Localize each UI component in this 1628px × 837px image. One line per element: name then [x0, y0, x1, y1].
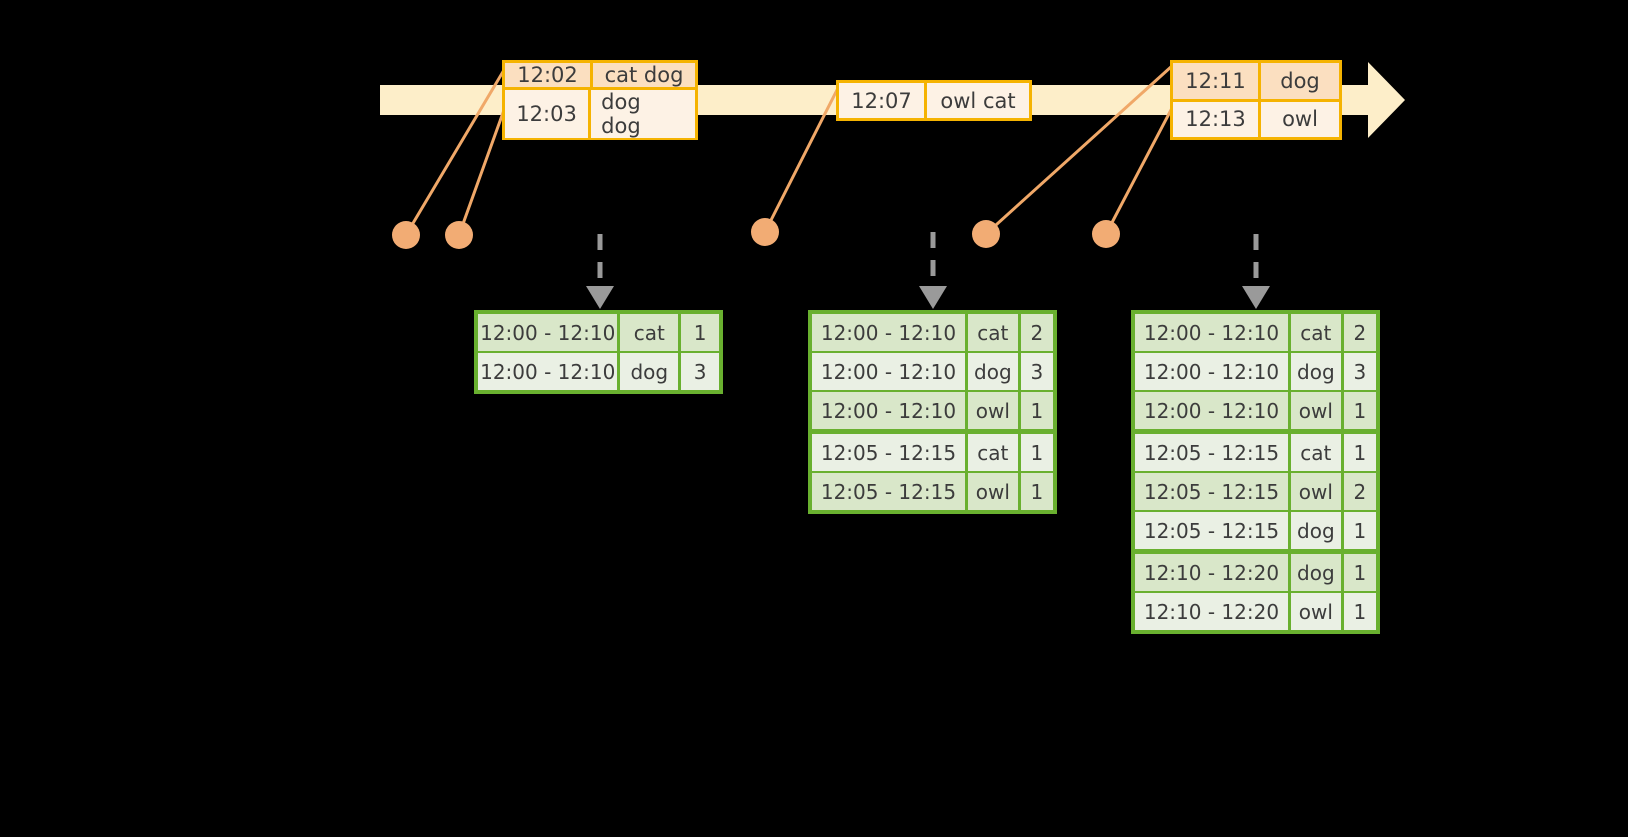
- cell-key: dog: [1290, 353, 1341, 390]
- table-row[interactable]: 12:10 - 12:20 owl 1: [1135, 593, 1376, 630]
- table-row[interactable]: 12:00 - 12:10 owl 1: [1135, 392, 1376, 429]
- event-value: owl: [1261, 101, 1339, 137]
- cell-window: 12:05 - 12:15: [812, 434, 965, 471]
- connector-line-2: [457, 108, 506, 237]
- cell-count: 2: [1020, 314, 1053, 351]
- connector-dot-5: [1092, 220, 1120, 248]
- connector-line-1: [404, 68, 506, 237]
- cell-count: 3: [681, 353, 719, 390]
- result-table-1[interactable]: 12:00 - 12:10 cat 1 12:00 - 12:10 dog 3: [474, 310, 723, 394]
- cell-count: 3: [1343, 353, 1376, 390]
- cell-key: dog: [620, 353, 679, 390]
- event-value: dog dog: [591, 90, 695, 138]
- table-row[interactable]: 12:00 - 12:10 dog 3: [812, 353, 1053, 390]
- cell-window: 12:05 - 12:15: [1135, 434, 1288, 471]
- event-group-2[interactable]: 12:07 owl cat: [836, 80, 1032, 121]
- cell-window: 12:05 - 12:15: [1135, 512, 1288, 549]
- cell-count: 1: [1343, 434, 1376, 471]
- cell-window: 12:00 - 12:10: [478, 314, 618, 351]
- cell-window: 12:05 - 12:15: [1135, 473, 1288, 510]
- cell-key: owl: [1290, 593, 1341, 630]
- table-row[interactable]: 12:05 - 12:15 owl 2: [1135, 473, 1376, 510]
- cell-window: 12:00 - 12:10: [1135, 314, 1288, 351]
- connector-dot-2: [445, 221, 473, 249]
- cell-key: owl: [1290, 473, 1341, 510]
- cell-key: dog: [967, 353, 1018, 390]
- event-time: 12:03: [505, 90, 592, 138]
- cell-key: cat: [1290, 314, 1341, 351]
- result-table-2[interactable]: 12:00 - 12:10 cat 2 12:00 - 12:10 dog 3 …: [808, 310, 1057, 514]
- cell-count: 1: [1343, 512, 1376, 549]
- cell-window: 12:00 - 12:10: [812, 392, 965, 429]
- table-row[interactable]: 12:00 - 12:10 cat 1: [478, 314, 719, 351]
- table-row[interactable]: 12:00 - 12:10 cat 2: [812, 314, 1053, 351]
- event-row[interactable]: 12:11 dog: [1173, 63, 1339, 99]
- event-row[interactable]: 12:07 owl cat: [839, 83, 1029, 118]
- event-row[interactable]: 12:03 dog dog: [505, 87, 695, 138]
- event-time: 12:11: [1173, 63, 1261, 99]
- event-row[interactable]: 12:02 cat dog: [505, 63, 695, 87]
- table-row[interactable]: 12:05 - 12:15 cat 1: [812, 434, 1053, 471]
- table-row[interactable]: 12:00 - 12:10 dog 3: [478, 353, 719, 390]
- connector-dot-3: [751, 218, 779, 246]
- event-group-1[interactable]: 12:02 cat dog 12:03 dog dog: [502, 60, 698, 140]
- table-row[interactable]: 12:00 - 12:10 dog 3: [1135, 353, 1376, 390]
- cell-count: 3: [1020, 353, 1053, 390]
- cell-key: cat: [967, 314, 1018, 351]
- cell-key: owl: [967, 392, 1018, 429]
- table-row[interactable]: 12:05 - 12:15 dog 1: [1135, 512, 1376, 549]
- connector-dot-4: [972, 220, 1000, 248]
- event-time: 12:13: [1173, 101, 1261, 137]
- cell-window: 12:00 - 12:10: [812, 353, 965, 390]
- cell-key: cat: [620, 314, 679, 351]
- cell-count: 1: [1020, 392, 1053, 429]
- emit-arrow-head-1: [586, 286, 614, 309]
- cell-key: owl: [967, 473, 1018, 510]
- emit-arrow-head-3: [1242, 286, 1270, 309]
- cell-key: owl: [1290, 392, 1341, 429]
- cell-count: 1: [1020, 434, 1053, 471]
- event-time: 12:07: [839, 83, 927, 118]
- cell-count: 1: [1343, 392, 1376, 429]
- event-value: dog: [1261, 63, 1339, 99]
- event-group-3[interactable]: 12:11 dog 12:13 owl: [1170, 60, 1342, 140]
- cell-key: cat: [967, 434, 1018, 471]
- event-value: owl cat: [927, 83, 1029, 118]
- cell-window: 12:10 - 12:20: [1135, 554, 1288, 591]
- table-row[interactable]: 12:05 - 12:15 cat 1: [1135, 434, 1376, 471]
- table-row[interactable]: 12:10 - 12:20 dog 1: [1135, 554, 1376, 591]
- emit-arrow-head-2: [919, 286, 947, 309]
- cell-count: 1: [1020, 473, 1053, 510]
- cell-count: 1: [1343, 554, 1376, 591]
- cell-window: 12:05 - 12:15: [812, 473, 965, 510]
- table-row[interactable]: 12:05 - 12:15 owl 1: [812, 473, 1053, 510]
- cell-window: 12:10 - 12:20: [1135, 593, 1288, 630]
- event-row[interactable]: 12:13 owl: [1173, 98, 1339, 137]
- cell-key: cat: [1290, 434, 1341, 471]
- connector-line-5: [1104, 106, 1174, 236]
- cell-key: dog: [1290, 512, 1341, 549]
- connector-line-3: [763, 86, 840, 234]
- cell-window: 12:00 - 12:10: [812, 314, 965, 351]
- emit-arrows: [597, 232, 1259, 288]
- result-table-3[interactable]: 12:00 - 12:10 cat 2 12:00 - 12:10 dog 3 …: [1131, 310, 1380, 634]
- cell-key: dog: [1290, 554, 1341, 591]
- table-row[interactable]: 12:00 - 12:10 owl 1: [812, 392, 1053, 429]
- emit-arrow-heads: [586, 286, 1270, 309]
- event-time: 12:02: [505, 63, 593, 87]
- cell-count: 2: [1343, 314, 1376, 351]
- cell-count: 1: [1343, 593, 1376, 630]
- cell-window: 12:00 - 12:10: [1135, 392, 1288, 429]
- cell-count: 1: [681, 314, 719, 351]
- cell-window: 12:00 - 12:10: [1135, 353, 1288, 390]
- connector-dot-1: [392, 221, 420, 249]
- cell-window: 12:00 - 12:10: [478, 353, 618, 390]
- event-value: cat dog: [593, 63, 695, 87]
- event-connector-dots: [392, 218, 1120, 249]
- table-row[interactable]: 12:00 - 12:10 cat 2: [1135, 314, 1376, 351]
- cell-count: 2: [1343, 473, 1376, 510]
